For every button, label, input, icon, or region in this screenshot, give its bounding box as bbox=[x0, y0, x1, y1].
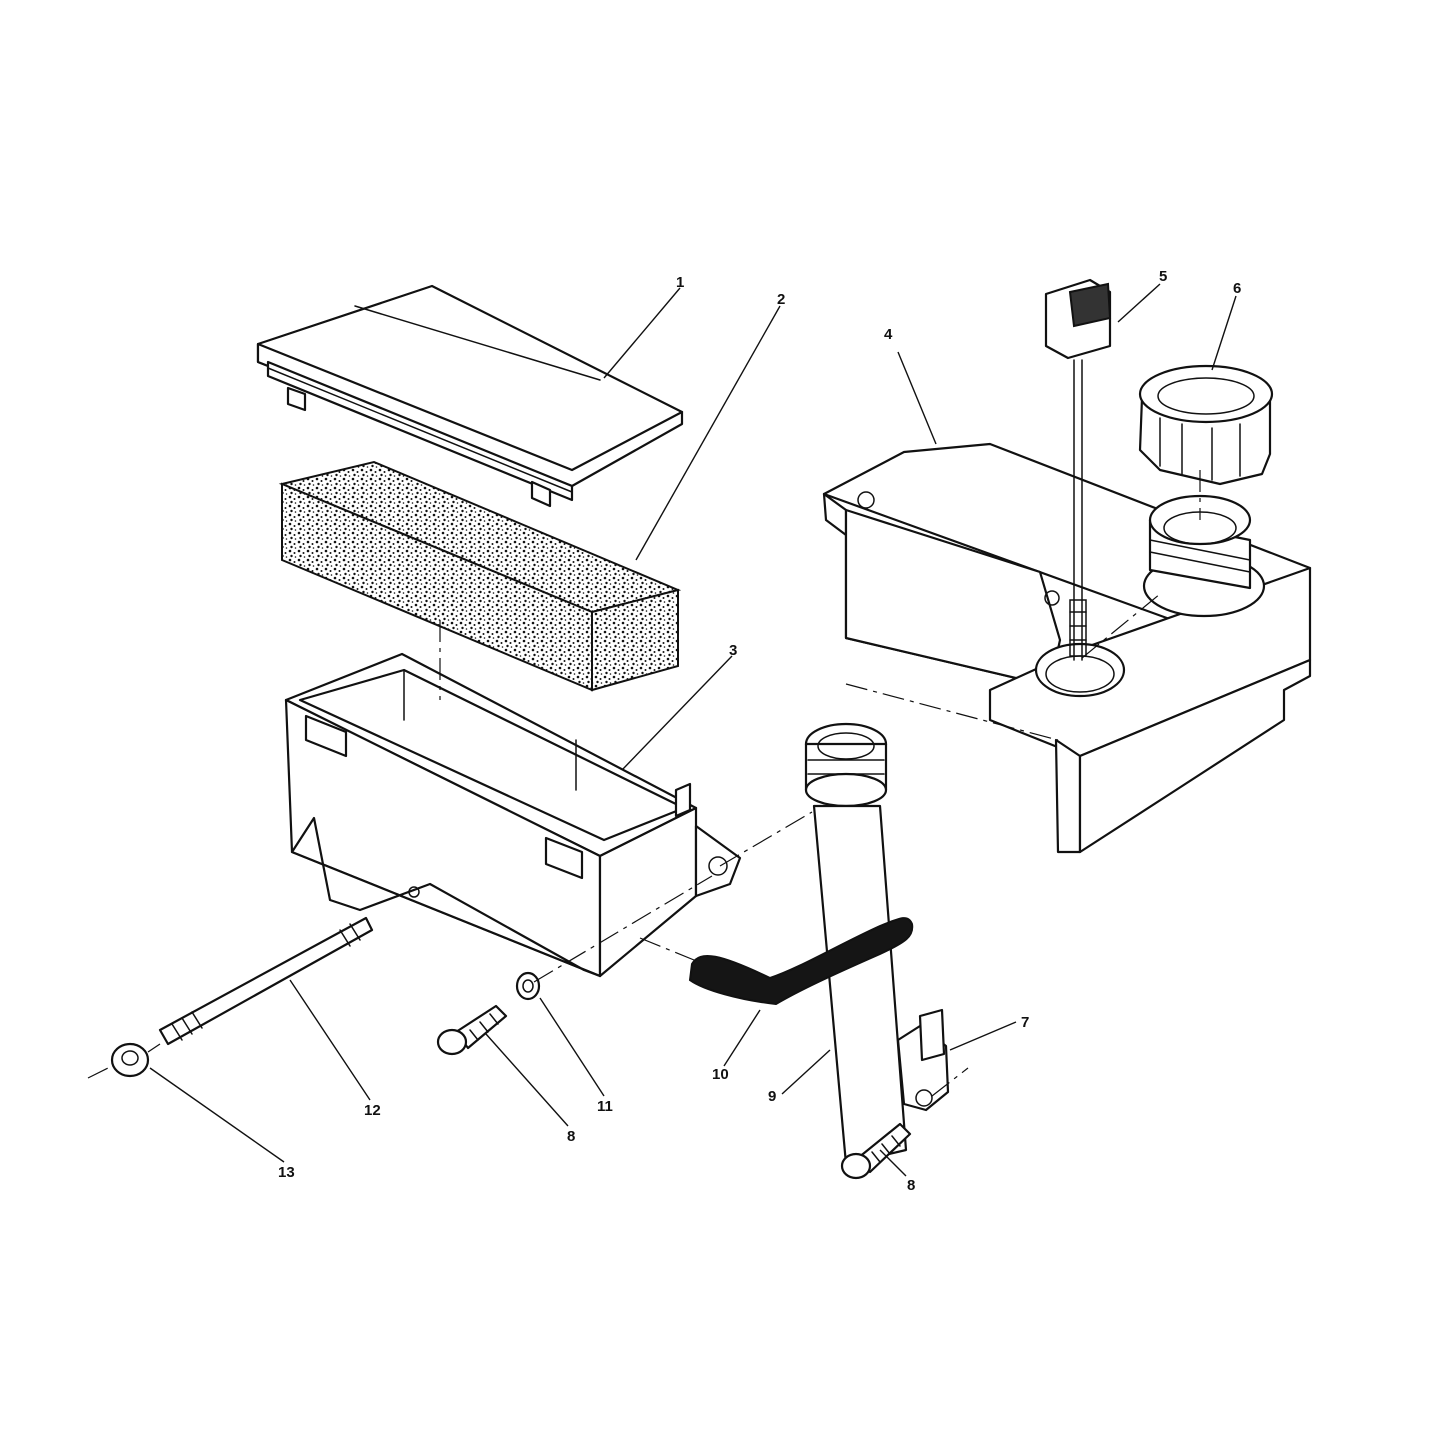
stud bbox=[158, 916, 374, 1046]
air-cleaner-base bbox=[284, 652, 742, 978]
callout-10: 10 bbox=[712, 1066, 729, 1083]
callout-5: 5 bbox=[1159, 268, 1167, 285]
callout-1: 1 bbox=[676, 274, 684, 291]
callout-2: 2 bbox=[777, 291, 785, 308]
cap-screw-left bbox=[436, 1004, 508, 1056]
fuel-hose bbox=[688, 917, 914, 1006]
callout-12: 12 bbox=[364, 1102, 381, 1119]
fuel-tank bbox=[822, 442, 1312, 854]
callout-8-left: 8 bbox=[567, 1128, 575, 1145]
mounting-bracket bbox=[918, 1008, 946, 1062]
callout-11: 11 bbox=[597, 1098, 613, 1115]
callout-6: 6 bbox=[1233, 280, 1241, 297]
callout-8-right: 8 bbox=[907, 1177, 915, 1194]
callout-9: 9 bbox=[768, 1088, 776, 1105]
callout-labels: 1 2 3 4 5 6 7 8 8 9 10 11 12 13 bbox=[278, 268, 1241, 1194]
foam-filter-element bbox=[278, 460, 682, 692]
fuel-filler-tube bbox=[804, 722, 950, 1166]
callout-4: 4 bbox=[884, 326, 893, 343]
fuel-cap bbox=[1138, 364, 1274, 486]
cap-screw-right bbox=[840, 1122, 912, 1180]
air-cleaner-cover bbox=[256, 284, 684, 508]
callout-3: 3 bbox=[729, 642, 737, 659]
fuel-gauge bbox=[1044, 278, 1112, 661]
callout-leaders bbox=[149, 283, 1237, 1177]
nut bbox=[110, 1042, 150, 1078]
callout-13: 13 bbox=[278, 1164, 295, 1181]
assembly-axes bbox=[87, 470, 1201, 1097]
washer bbox=[515, 971, 541, 1001]
callout-7: 7 bbox=[1021, 1014, 1029, 1031]
